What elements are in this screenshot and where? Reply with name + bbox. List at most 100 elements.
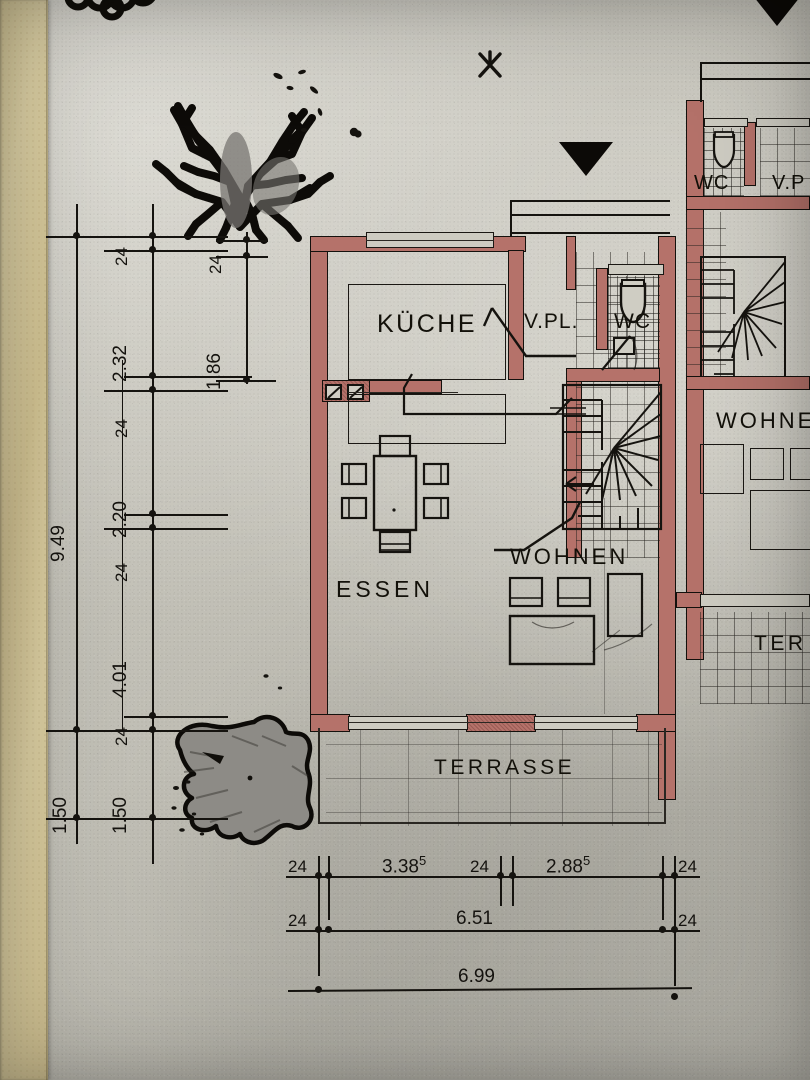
dimension-value: 2.88 <box>546 856 583 878</box>
dim-extension-line <box>124 716 228 718</box>
dim-tick <box>149 386 156 393</box>
pencil-stray-mark <box>591 629 621 653</box>
dim-line-bottom-row1 <box>286 876 700 878</box>
eave-line-kitchen-vert <box>510 200 512 236</box>
neighbour-wc-wall-bottom <box>686 196 810 210</box>
dimension-left-chain-4: 24 <box>112 563 131 582</box>
dim-line-vertical-inner <box>246 232 248 384</box>
dim-tick <box>149 726 156 733</box>
dim-tick <box>671 926 678 933</box>
dimension-left-outer: 9.49 <box>48 525 69 562</box>
dining-table-and-chairs <box>340 434 450 554</box>
exterior-wall-bottom-right-stub <box>636 714 676 732</box>
room-label-wc: WC <box>614 310 651 333</box>
leaf-fleck-group <box>273 69 362 138</box>
dim-tick <box>73 814 80 821</box>
neighbour-wc-wall <box>744 122 756 186</box>
terrace-paving-v3 <box>458 730 460 826</box>
section-marker-triangle <box>750 0 804 26</box>
dimension-left-chain-6: 24 <box>112 727 131 746</box>
dim-line-vertical-outer <box>76 204 78 844</box>
eave-line-kitchen-top-3 <box>510 232 670 234</box>
dim-ext-b4 <box>512 856 514 906</box>
dim-tick <box>73 232 80 239</box>
neighbour-corridor-grid-2 <box>686 212 726 382</box>
eave-line-kitchen-top <box>510 200 670 202</box>
eave-line-upper <box>700 62 810 64</box>
dim-extension-line <box>216 240 268 242</box>
masking-tape-edge <box>46 0 49 1080</box>
dimension-bottom-r1-3: 2.885 <box>546 853 590 878</box>
door-swing-wc <box>601 335 638 371</box>
neighbour-room-label-vpl: V.P <box>772 172 806 194</box>
dimension-left-chain-1: 2.32 <box>110 345 131 382</box>
neighbour-terrace-glazing <box>700 594 810 607</box>
dimension-left-chain-3: 2.20 <box>110 501 131 538</box>
dim-tick <box>149 524 156 531</box>
dim-tick <box>149 232 156 239</box>
neighbour-stair-wall-bottom <box>686 376 810 390</box>
neighbour-armchair-1 <box>750 448 784 480</box>
pencil-fleck-upper <box>263 674 283 690</box>
neighbour-armchair-2 <box>790 448 810 480</box>
room-label-kueche: KÜCHE <box>377 310 478 338</box>
wc-wall-band <box>608 264 664 275</box>
room-label-essen: ESSEN <box>336 576 434 602</box>
dim-extension-line <box>46 730 228 732</box>
dim-tick <box>243 236 250 243</box>
living-dining-divider <box>604 498 606 714</box>
dim-tick <box>73 726 80 733</box>
eave-line-vertical <box>700 62 702 102</box>
kitchen-lower-outline <box>348 394 506 444</box>
dimension-value: 3.38 <box>382 856 419 878</box>
dim-extension-line <box>104 390 228 392</box>
dimension-bottom-r3-0: 6.99 <box>458 966 495 987</box>
dim-tick <box>325 872 332 879</box>
dim-tick <box>315 926 322 933</box>
dimension-bottom-r1-1: 3.385 <box>382 853 426 878</box>
dimension-bottom-r1-4: 24 <box>678 857 697 876</box>
winder-staircase <box>700 256 786 388</box>
masking-tape-strip <box>0 0 48 1080</box>
dim-tick <box>149 712 156 719</box>
dim-ext-b6 <box>674 856 676 986</box>
wc-wall-bottom <box>566 368 660 382</box>
leaf-fleck-dot <box>349 127 359 137</box>
neighbour-room-label-wc: WC <box>694 172 730 194</box>
terrace-boundary-left <box>318 728 320 824</box>
dim-tick <box>671 872 678 879</box>
dim-ext-b1 <box>318 856 320 976</box>
dim-tick <box>497 872 504 879</box>
dim-tick <box>325 926 332 933</box>
dim-tick <box>671 993 678 1000</box>
dim-tick <box>509 872 516 879</box>
dim-tick <box>659 926 666 933</box>
terrace-paving-v5 <box>562 730 564 826</box>
dim-tick <box>659 872 666 879</box>
terrace-boundary-right <box>664 728 666 824</box>
exterior-wall-bottom-left-stub <box>310 714 350 732</box>
door-swing-kitchen <box>482 307 576 358</box>
dim-tick <box>243 252 250 259</box>
dim-extension-line <box>124 514 228 516</box>
dim-tick <box>149 510 156 517</box>
dim-ext-b2 <box>328 856 330 920</box>
dim-tick <box>149 246 156 253</box>
dimension-left-outer-lower: 1.50 <box>50 797 71 834</box>
terrace-paving-v4 <box>510 730 512 826</box>
dim-extension-line <box>104 250 228 252</box>
dim-line-vertical-chain <box>152 204 154 864</box>
eave-line-upper-2 <box>700 78 810 80</box>
dim-line-vertical-face <box>122 360 124 732</box>
dimension-bottom-r2-0: 24 <box>288 911 307 930</box>
eave-line-kitchen-top-2 <box>510 214 670 216</box>
terrace-paving-h3 <box>326 812 662 814</box>
room-label-vpl: V.PL. <box>524 310 579 333</box>
wc-wall-left <box>596 268 608 350</box>
door-swing-living <box>494 501 582 552</box>
survey-cross-mark <box>478 50 502 78</box>
dim-extension-line <box>104 528 228 530</box>
neighbour-room-label-terrasse: TER <box>754 632 807 655</box>
dim-tick <box>149 814 156 821</box>
